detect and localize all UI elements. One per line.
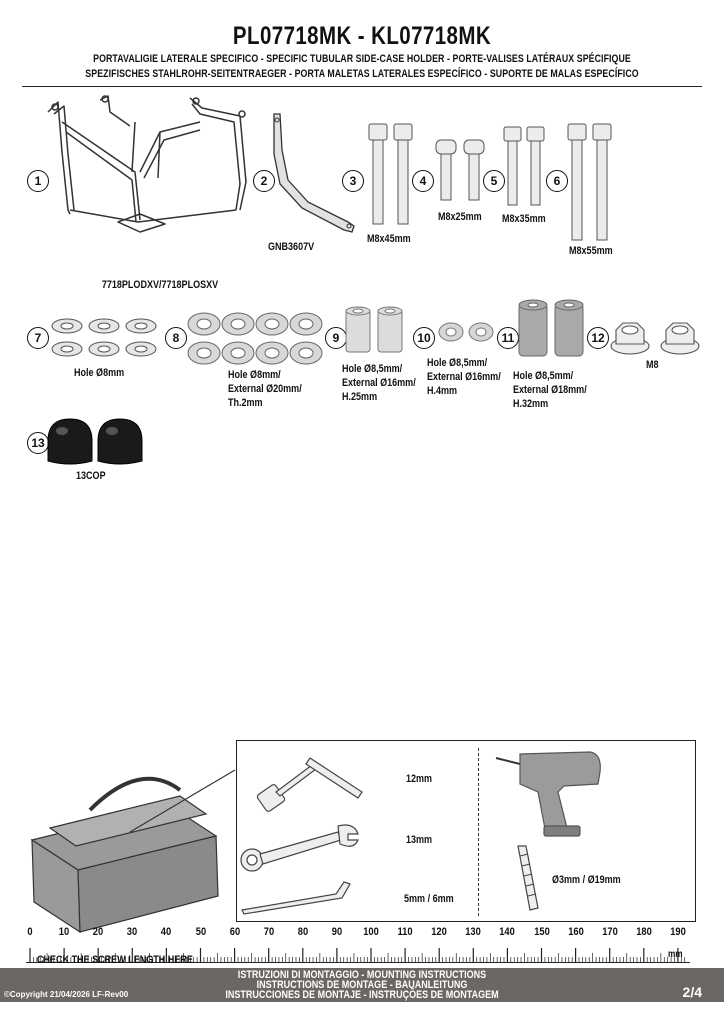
part-label-10-line-2: External Ø16mm/ (427, 371, 501, 383)
page-number: 2/4 (682, 984, 702, 1000)
flat-washers-drawing (187, 312, 323, 365)
part-label-5: M8x35mm (502, 213, 546, 225)
screw-m8x55-drawing (567, 123, 612, 241)
toolbox-drawing (30, 769, 236, 934)
screw-m8x25-drawing (435, 139, 485, 201)
ruler-baseline (26, 962, 690, 963)
combination-wrench-icon (240, 824, 359, 872)
part-number-5: 5 (483, 170, 505, 192)
part-label-1: 7718PLODXV/7718PLOSXV (101, 279, 219, 291)
ruler-unit-label: mm (668, 949, 683, 960)
ruler-tick-label: 130 (465, 926, 482, 938)
ruler-tick-label: 150 (533, 926, 550, 938)
spacers-h4-drawing (438, 322, 494, 342)
ruler-tick-label: 90 (331, 926, 343, 938)
cordless-drill-icon (495, 751, 601, 837)
ruler-tick-label: 170 (601, 926, 618, 938)
ruler-tick-label: 40 (161, 926, 172, 938)
ruler-tick-label: 30 (127, 926, 138, 938)
part-number-10: 10 (413, 327, 435, 349)
allen-key-icon (241, 881, 351, 915)
support-strut-drawing (273, 113, 355, 233)
ruler-tick-label: 140 (499, 926, 516, 938)
ruler-tick-label: 120 (431, 926, 447, 938)
part-label-11-line-1: Hole Ø8,5mm/ (513, 370, 574, 382)
subtitle-line-1: PORTAVALIGIE LATERALE SPECIFICO - SPECIF… (93, 53, 631, 65)
footer-line-1: ISTRUZIONI DI MONTAGGIO - MOUNTING INSTR… (237, 969, 487, 981)
part-number-1: 1 (27, 170, 49, 192)
ruler-tick-label: 190 (670, 926, 686, 938)
part-label-11-line-3: H.32mm (513, 398, 549, 410)
ruler-tick-label: 80 (297, 926, 309, 938)
part-label-6: M8x55mm (569, 245, 613, 257)
part-label-7: Hole Ø8mm (74, 367, 125, 379)
part-label-2: GNB3607V (268, 241, 315, 253)
ruler-tick-label: 180 (635, 926, 652, 938)
screw-m8x35-drawing (503, 126, 545, 206)
part-label-13: 13COP (76, 470, 106, 482)
ruler-tick-label: 100 (363, 926, 379, 938)
part-label-9-line-1: Hole Ø8,5mm/ (342, 363, 403, 375)
part-number-6: 6 (546, 170, 568, 192)
part-number-12: 12 (587, 327, 609, 349)
page-title: PL07718MK - KL07718MK (232, 22, 492, 50)
part-number-4: 4 (412, 170, 434, 192)
part-number-2: 2 (253, 170, 275, 192)
screw-length-ruler (29, 948, 686, 962)
part-label-12: M8 (646, 359, 659, 371)
ruler-tick-label: 10 (58, 926, 70, 938)
socket-wrench-icon (256, 757, 363, 812)
part-label-8-line-1: Hole Ø8mm/ (228, 369, 281, 381)
spring-washers-drawing (51, 318, 157, 357)
wall-plug-icon (517, 845, 539, 911)
part-number-8: 8 (165, 327, 187, 349)
tools-callout-divider (478, 748, 479, 916)
bolt-caps-drawing (47, 418, 143, 465)
ruler-tick-label: 20 (92, 926, 104, 938)
ruler-tick-label: 70 (263, 926, 274, 938)
subtitle-line-2: SPEZIFISCHES STAHLROHR-SEITENTRAEGER - P… (85, 68, 639, 80)
footer-line-3: INSTRUCCIONES DE MONTAJE - INSTRUÇÕES DE… (225, 989, 499, 1001)
header-divider (22, 86, 702, 87)
part-label-8-line-3: Th.2mm (228, 397, 263, 409)
screw-m8x45-drawing (368, 123, 413, 225)
flange-nuts-drawing (610, 322, 700, 355)
drill-size-label: Ø3mm / Ø19mm (552, 874, 621, 886)
spacers-h25-drawing (345, 306, 403, 353)
copyright: ©Copyright 21/04/2026 LF-Rev00 (4, 990, 129, 999)
ruler-tick-label: 110 (397, 926, 413, 938)
part-label-9-line-2: External Ø16mm/ (342, 377, 416, 389)
ruler-tick-label: 60 (229, 926, 240, 938)
part-number-3: 3 (342, 170, 364, 192)
socket-size-label: 12mm (406, 773, 433, 785)
ruler-tick-label: 0 (27, 926, 33, 938)
part-label-3: M8x45mm (367, 233, 411, 245)
part-label-11-line-2: External Ø18mm/ (513, 384, 587, 396)
wrench-size-label: 13mm (406, 834, 433, 846)
part-number-11: 11 (497, 327, 519, 349)
check-screw-length-label: CHECK THE SCREW LENGTH HERE (37, 954, 193, 966)
spacers-h32-drawing (518, 299, 584, 357)
ruler-tick-label: 160 (567, 926, 584, 938)
part-label-10-line-1: Hole Ø8,5mm/ (427, 357, 488, 369)
footer-bar (0, 968, 724, 1002)
part-label-8-line-2: External Ø20mm/ (228, 383, 302, 395)
part-number-7: 7 (27, 327, 49, 349)
footer-line-2: INSTRUCTIONS DE MONTAGE - BAUANLEITUNG (256, 979, 468, 991)
part-label-10-line-3: H.4mm (427, 385, 458, 397)
part-label-9-line-3: H.25mm (342, 391, 378, 403)
allen-size-label: 5mm / 6mm (404, 893, 454, 905)
side-case-frame-drawing (47, 95, 247, 233)
part-label-4: M8x25mm (438, 211, 482, 223)
ruler-tick-label: 50 (195, 926, 206, 938)
